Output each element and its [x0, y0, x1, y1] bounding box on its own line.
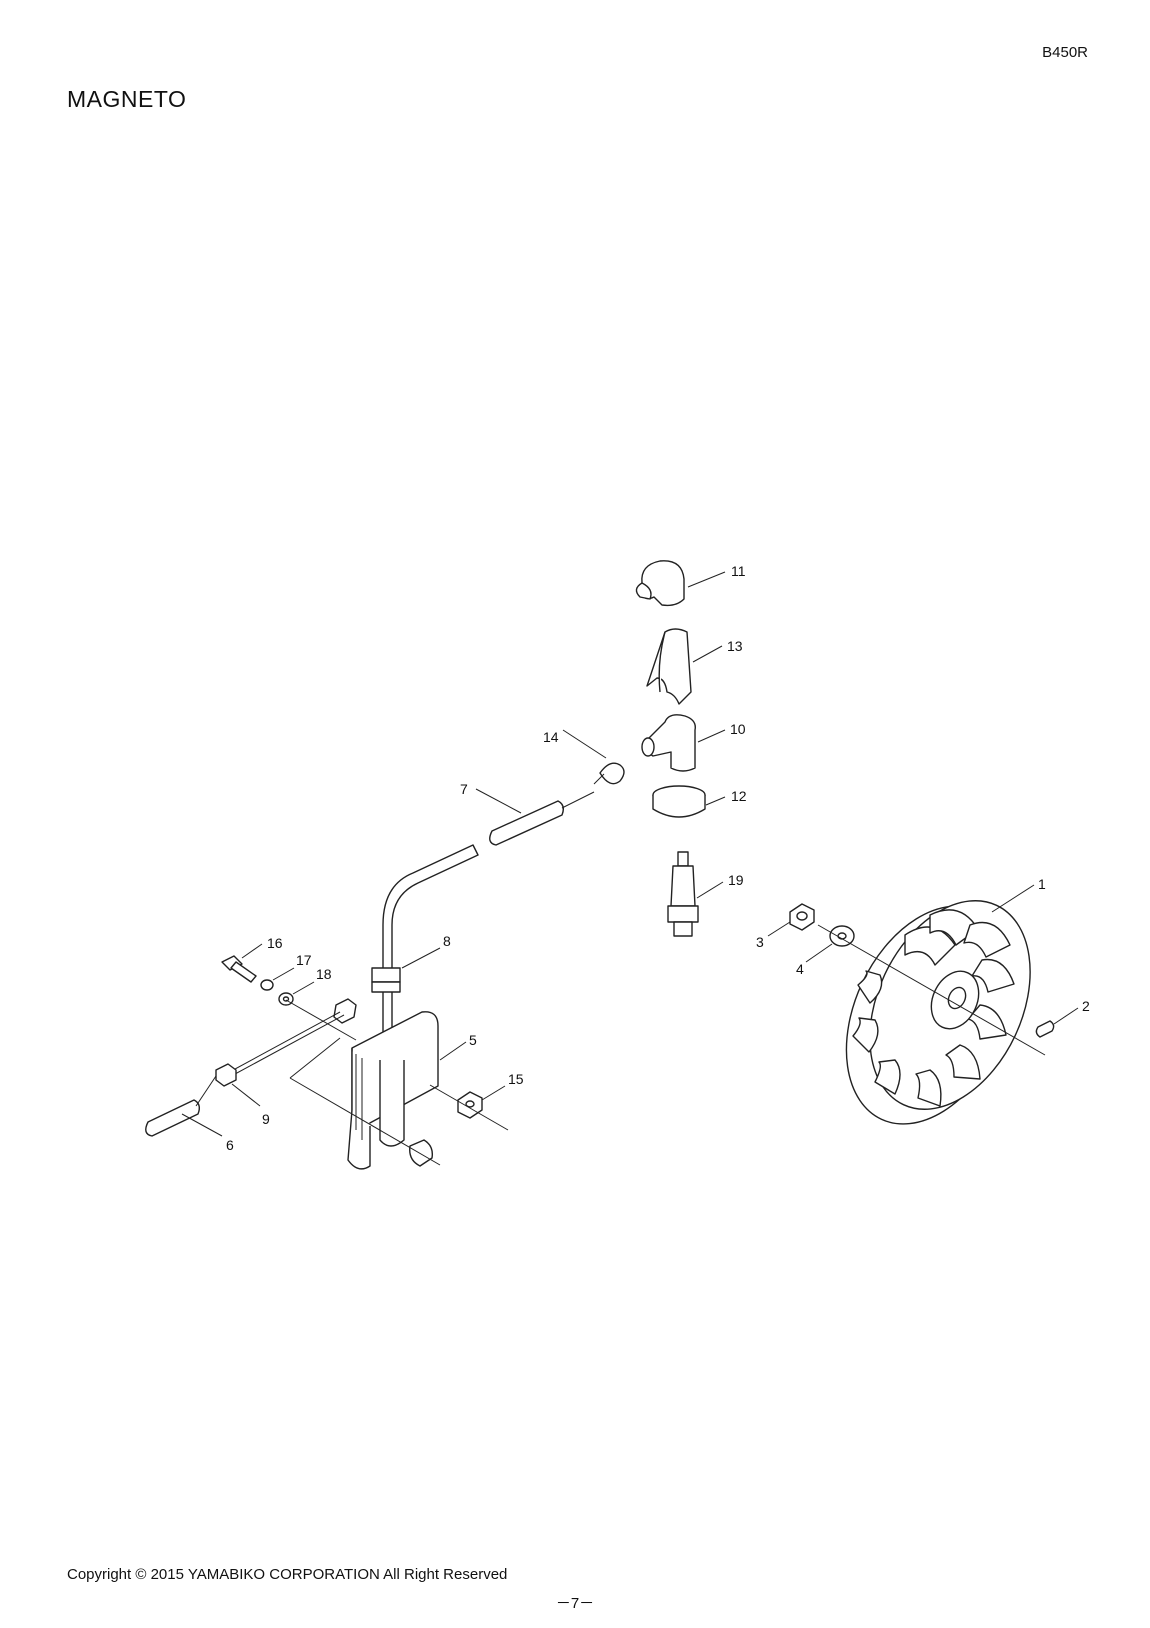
callout-2: 2: [1082, 998, 1090, 1014]
callout-5: 5: [469, 1032, 477, 1048]
copyright-notice: Copyright © 2015 YAMABIKO CORPORATION Al…: [67, 1566, 508, 1583]
high-tension-lead: [382, 844, 479, 1061]
part-10-plug-boot: [641, 714, 696, 772]
leader-1: [991, 884, 1035, 913]
callout-17: 17: [296, 952, 312, 968]
stop-wire-end: [195, 1075, 217, 1107]
part-2-key: [1035, 1020, 1055, 1038]
callout-14: 14: [543, 729, 559, 745]
part-17-washer: [260, 979, 274, 991]
page-number: －7－: [555, 1595, 595, 1612]
part-8-clamp: [371, 967, 401, 993]
part-1-flywheel: [845, 900, 1031, 1125]
stop-wire-connector: [333, 998, 357, 1024]
part-12-ring: [652, 785, 706, 818]
assembly-line-15: [429, 1084, 509, 1131]
part-11-plug-cap: [635, 560, 685, 607]
coil-nut-lower: [409, 1139, 434, 1167]
callout-15: 15: [508, 1071, 524, 1087]
leader-2: [1053, 1007, 1079, 1025]
callout-19: 19: [728, 872, 744, 888]
callout-9: 9: [262, 1111, 270, 1127]
part-4-washer: [829, 925, 855, 947]
callout-4: 4: [796, 961, 804, 977]
leader-6: [181, 1113, 223, 1137]
callout-13: 13: [727, 638, 743, 654]
part-9-grommet: [215, 1063, 237, 1087]
callout-1: 1: [1038, 876, 1046, 892]
part-15-nut: [457, 1091, 483, 1119]
callout-8: 8: [443, 933, 451, 949]
leader-19: [696, 881, 724, 899]
callout-6: 6: [226, 1137, 234, 1153]
leader-4: [805, 943, 833, 963]
assembly-line-lower: [289, 1077, 441, 1166]
leader-16: [241, 943, 263, 959]
part-3-nut: [789, 903, 815, 931]
callout-3: 3: [756, 934, 764, 950]
callout-18: 18: [316, 966, 332, 982]
leader-14: [562, 729, 607, 759]
callout-10: 10: [730, 721, 746, 737]
part-7-tube: [489, 791, 595, 846]
part-14-spring: [593, 762, 625, 785]
leader-10: [697, 729, 726, 743]
assembly-line-bolt: [285, 999, 357, 1041]
callout-7: 7: [460, 781, 468, 797]
stop-wire: [223, 1011, 341, 1076]
leader-7: [475, 788, 522, 814]
callout-11: 11: [731, 563, 746, 579]
callout-16: 16: [267, 935, 283, 951]
stop-wire-2: [223, 1014, 345, 1081]
model-number: B450R: [1042, 44, 1088, 61]
leader-12: [705, 796, 726, 806]
part-6-tube: [145, 1099, 201, 1137]
leader-5: [439, 1041, 467, 1061]
leader-15: [481, 1085, 506, 1101]
leader-13: [692, 645, 723, 663]
callout-12: 12: [731, 788, 747, 804]
part-19-spark-plug: [667, 851, 699, 937]
part-13-cover: [646, 628, 692, 705]
part-16-bolt: [221, 955, 257, 983]
leader-9: [231, 1083, 261, 1107]
leader-11: [687, 571, 726, 588]
part-5-ignition-coil: [347, 1011, 439, 1170]
page-title: MAGNETO: [67, 86, 187, 112]
leader-8: [401, 947, 441, 969]
assembly-line-flywheel: [817, 924, 1046, 1056]
leader-3: [767, 921, 791, 937]
leader-17: [272, 967, 295, 981]
assembly-line-coil: [289, 1037, 341, 1079]
leader-18: [292, 981, 315, 995]
